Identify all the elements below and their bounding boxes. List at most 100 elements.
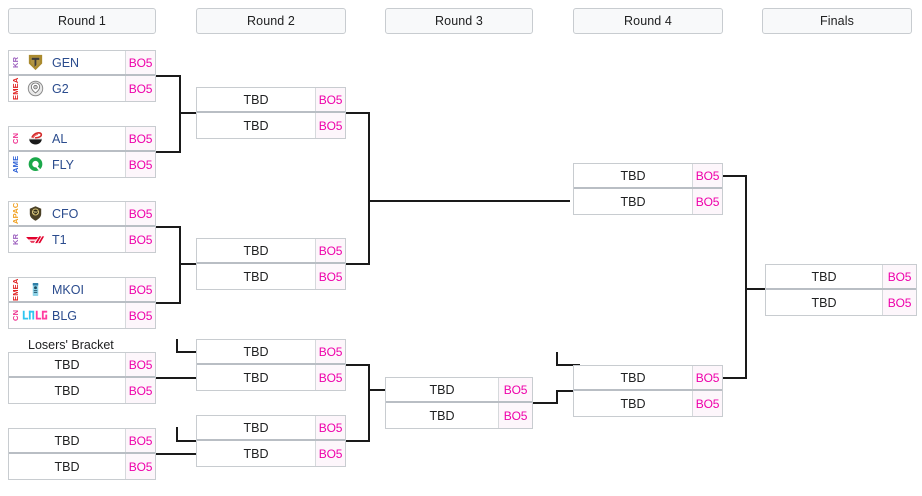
connector-lb-r3-in-top [368, 389, 390, 391]
match-row[interactable]: TBD BO5 [766, 290, 916, 315]
match-row[interactable]: TBD BO5 [197, 365, 345, 390]
match-wb-r1-m4[interactable]: EMEA MKOI BO5 CN BLG BO5 [8, 277, 156, 329]
match-row[interactable]: TBD BO5 [574, 391, 722, 416]
match-lb-r4-m1[interactable]: TBD BO5 TBD BO5 [573, 365, 723, 417]
svg-text:CFO: CFO [32, 211, 39, 215]
match-row[interactable]: TBD BO5 [574, 189, 722, 214]
series-format-badge: BO5 [125, 152, 155, 177]
series-format-badge: BO5 [125, 429, 155, 452]
team-name-tbd: TBD [620, 370, 646, 385]
match-row[interactable]: TBD BO5 [197, 264, 345, 289]
match-finals-m1[interactable]: TBD BO5 TBD BO5 [765, 264, 917, 316]
team-name-tbd: TBD [54, 383, 80, 398]
team-name-tbd: TBD [811, 295, 837, 310]
connector-wb-r1-m1-out [155, 75, 181, 77]
team-name-tbd: TBD [243, 370, 269, 385]
series-format-badge: BO5 [498, 403, 532, 428]
match-row[interactable]: KR GEN BO5 [9, 51, 155, 76]
round-header-round-2[interactable]: Round 2 [196, 8, 346, 34]
match-wb-r1-m3[interactable]: APAC CFO CFO BO5 KR T1 BO5 [8, 201, 156, 253]
match-row[interactable]: TBD BO5 [574, 366, 722, 391]
team-name-tbd: TBD [620, 194, 646, 209]
round-header-round-1[interactable]: Round 1 [8, 8, 156, 34]
match-row[interactable]: TBD BO5 [766, 265, 916, 290]
team-name-cfo[interactable]: CFO [52, 206, 79, 221]
match-row[interactable]: TBD BO5 [197, 416, 345, 441]
match-row[interactable]: TBD BO5 [197, 340, 345, 365]
connector-wb-r1-m2-out [155, 151, 181, 153]
match-lb-r3-m1[interactable]: TBD BO5 TBD BO5 [385, 377, 533, 429]
match-lb-r2-m2[interactable]: TBD BO5 TBD BO5 [196, 415, 346, 467]
connector-lb-r1-m2-out [155, 453, 199, 455]
connector-wb-r4-drop [745, 175, 747, 289]
match-wb-r2-m1[interactable]: TBD BO5 TBD BO5 [196, 87, 346, 139]
team-name-mkoi[interactable]: MKOI [52, 282, 84, 297]
team-name-tbd: TBD [620, 168, 646, 183]
team-name-tbd: TBD [54, 459, 80, 474]
match-row[interactable]: TBD BO5 [386, 403, 532, 428]
connector-wb-r2-m2-rise [368, 201, 370, 264]
match-row[interactable]: TBD BO5 [197, 88, 345, 113]
round-header-round-3[interactable]: Round 3 [385, 8, 533, 34]
match-row[interactable]: TBD BO5 [197, 441, 345, 466]
match-row[interactable]: EMEA MKOI BO5 [9, 278, 155, 303]
series-format-badge: BO5 [315, 365, 345, 390]
team-name-gen[interactable]: GEN [52, 55, 80, 70]
match-row[interactable]: AME FLY BO5 [9, 152, 155, 177]
blg-text-logo [22, 303, 48, 328]
match-row[interactable]: TBD BO5 [574, 164, 722, 189]
match-wb-r2-m2[interactable]: TBD BO5 TBD BO5 [196, 238, 346, 290]
team-name-tbd: TBD [54, 357, 80, 372]
connector-wb-r4-in-top [368, 200, 570, 202]
match-lb-r1-m2[interactable]: TBD BO5 TBD BO5 [8, 428, 156, 480]
mkoi-totem-logo [22, 278, 48, 301]
match-wb-r1-m2[interactable]: CN AL BO5 AME FLY BO5 [8, 126, 156, 178]
match-row[interactable]: APAC CFO CFO BO5 [9, 202, 155, 227]
team-name-tbd: TBD [243, 420, 269, 435]
match-lb-r2-m1[interactable]: TBD BO5 TBD BO5 [196, 339, 346, 391]
team-name-tbd: TBD [243, 118, 269, 133]
match-row[interactable]: KR T1 BO5 [9, 227, 155, 252]
series-format-badge: BO5 [692, 164, 722, 187]
series-format-badge: BO5 [125, 378, 155, 403]
match-row[interactable]: TBD BO5 [197, 239, 345, 264]
series-format-badge: BO5 [125, 202, 155, 225]
series-format-badge: BO5 [692, 366, 722, 389]
team-name-tbd: TBD [429, 382, 455, 397]
team-name-blg[interactable]: BLG [52, 308, 78, 323]
match-row[interactable]: CN BLG BO5 [9, 303, 155, 328]
match-row[interactable]: TBD BO5 [386, 378, 532, 403]
team-name-al[interactable]: AL [52, 131, 68, 146]
series-format-badge: BO5 [692, 391, 722, 416]
series-format-badge: BO5 [315, 113, 345, 138]
match-row[interactable]: TBD BO5 [9, 454, 155, 479]
series-format-badge: BO5 [125, 51, 155, 74]
match-row[interactable]: EMEA G2 BO5 [9, 76, 155, 101]
connector-lb-r4-dropin-h [556, 364, 580, 366]
connector-wb-r2-m1-out [344, 112, 370, 114]
connector-lb-r4-in-bottom [556, 390, 578, 392]
team-name-t1[interactable]: T1 [52, 232, 67, 247]
team-name-tbd: TBD [429, 408, 455, 423]
round-header-finals[interactable]: Finals [762, 8, 912, 34]
team-name-tbd: TBD [811, 269, 837, 284]
team-name-g2[interactable]: G2 [52, 81, 69, 96]
round-header-round-4[interactable]: Round 4 [573, 8, 723, 34]
match-wb-r4-m1[interactable]: TBD BO5 TBD BO5 [573, 163, 723, 215]
match-row[interactable]: TBD BO5 [9, 429, 155, 454]
match-lb-r1-m1[interactable]: TBD BO5 TBD BO5 [8, 352, 156, 404]
match-row[interactable]: CN AL BO5 [9, 127, 155, 152]
connector-wb-r1-m4-out [155, 302, 181, 304]
match-row[interactable]: TBD BO5 [197, 113, 345, 138]
connector-lb-r4-out [721, 377, 747, 379]
connector-lb-r2-m1-out [344, 364, 370, 366]
match-row[interactable]: TBD BO5 [9, 353, 155, 378]
team-name-tbd: TBD [243, 269, 269, 284]
match-row[interactable]: TBD BO5 [9, 378, 155, 403]
series-format-badge: BO5 [882, 290, 916, 315]
team-name-fly[interactable]: FLY [52, 157, 74, 172]
team-name-tbd: TBD [243, 243, 269, 258]
match-wb-r1-m1[interactable]: KR GEN BO5 EMEA G2 BO5 [8, 50, 156, 102]
region-tag-kr: KR [9, 51, 22, 74]
fly-q-logo [22, 152, 48, 177]
